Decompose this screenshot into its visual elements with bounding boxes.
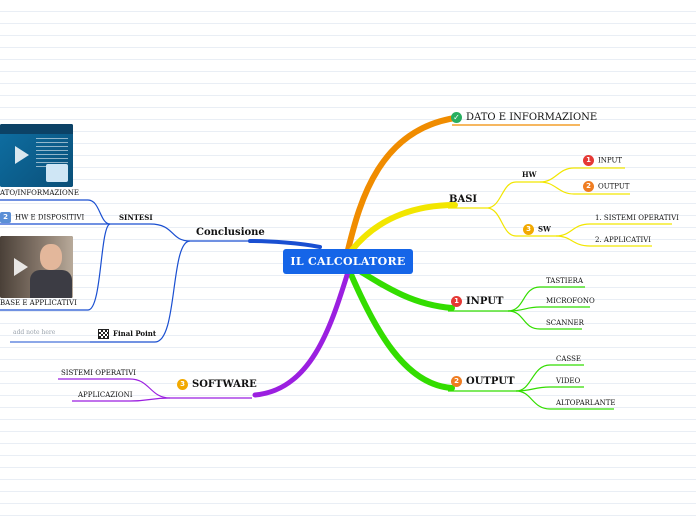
subtopic-sw[interactable]: 3 SW <box>523 224 551 235</box>
output-item-label: ALTOPARLANTE <box>556 399 616 407</box>
topic-software-label: SOFTWARE <box>192 379 257 390</box>
add-note-placeholder: add note here <box>13 329 56 336</box>
branch-conclusione-connector <box>248 239 322 249</box>
priority-1-icon: 1 <box>583 155 594 166</box>
output-item-video[interactable]: VIDEO <box>556 377 580 385</box>
input-item-label: SCANNER <box>546 319 584 327</box>
hw-item-output[interactable]: 2 OUTPUT <box>583 181 629 192</box>
input-item-label: TASTIERA <box>546 277 584 285</box>
checkered-flag-icon <box>98 329 109 339</box>
priority-2-icon: 2 <box>583 181 594 192</box>
sintesi-item-label: HW E DISPOSITIVI <box>15 213 85 222</box>
input-item-tastiera[interactable]: TASTIERA <box>546 277 583 285</box>
topic-dato-label: DATO E INFORMAZIONE <box>466 112 598 123</box>
subtopic-hw-label: HW <box>522 170 537 179</box>
priority-3-icon: 3 <box>523 224 534 235</box>
thumbnail-illustration <box>46 164 68 182</box>
check-icon: ✓ <box>451 112 462 123</box>
input-item-label: MICROFONO <box>546 297 595 305</box>
sintesi-item-base[interactable]: BASE E APPLICATIVI <box>0 299 77 307</box>
subtopic-sw-label: SW <box>538 224 551 234</box>
sintesi-item-label: BASE E APPLICATIVI <box>0 299 77 307</box>
hw-item-input[interactable]: 1 INPUT <box>583 155 622 166</box>
software-item-label: APPLICAZIONI <box>78 391 133 399</box>
subtopic-sintesi[interactable]: SINTESI <box>119 213 153 222</box>
input-item-microfono[interactable]: MICROFONO <box>546 297 595 305</box>
branch-output-connector <box>347 269 455 391</box>
video-thumbnail-icon[interactable] <box>0 236 73 298</box>
topic-output-label: OUTPUT <box>466 376 515 387</box>
thumbnail-person-head <box>40 244 62 270</box>
play-icon <box>15 146 29 164</box>
topic-basi[interactable]: BASI <box>449 194 477 205</box>
subtopic-hw[interactable]: HW <box>522 170 536 179</box>
branch-basi-connector <box>349 202 458 253</box>
thumbnail-person-body <box>30 270 72 298</box>
priority-2-icon: 2 <box>0 212 11 223</box>
sw-item-applicativi[interactable]: 2. APPLICATIVI <box>595 236 651 244</box>
play-icon <box>14 258 28 276</box>
branch-input-connector <box>352 265 455 311</box>
sw-item-label: 2. APPLICATIVI <box>595 236 652 244</box>
hw-item-input-label: INPUT <box>598 156 623 165</box>
sintesi-item-hw[interactable]: 2 HW E DISPOSITIVI <box>0 212 84 223</box>
branch-dato-connector <box>345 115 458 253</box>
output-item-label: CASSE <box>556 355 581 363</box>
topic-dato[interactable]: ✓ DATO E INFORMAZIONE <box>451 112 597 123</box>
software-item-label: SISTEMI OPERATIVI <box>61 369 137 377</box>
sintesi-item-dato[interactable]: ATO/INFORMAZIONE <box>0 189 79 197</box>
branch-software-connector <box>252 269 351 398</box>
subtopic-sintesi-label: SINTESI <box>119 213 153 222</box>
thumbnail-header-bar <box>0 124 73 134</box>
output-item-casse[interactable]: CASSE <box>556 355 581 363</box>
video-thumbnail-icon[interactable] <box>0 124 73 187</box>
final-point[interactable]: Final Point <box>98 329 156 339</box>
add-note-field[interactable]: add note here <box>13 329 55 336</box>
software-item-applicazioni[interactable]: APPLICAZIONI <box>78 391 133 399</box>
priority-3-icon: 3 <box>177 379 188 390</box>
central-topic-label: IL CALCOLATORE <box>290 255 406 268</box>
topic-conclusione-label: Conclusione <box>196 227 265 238</box>
topic-conclusione[interactable]: Conclusione <box>196 227 265 238</box>
priority-2-icon: 2 <box>451 376 462 387</box>
sintesi-item-label: ATO/INFORMAZIONE <box>0 189 80 197</box>
central-topic[interactable]: IL CALCOLATORE <box>283 249 413 274</box>
hw-item-output-label: OUTPUT <box>598 182 630 191</box>
output-item-altoparlante[interactable]: ALTOPARLANTE <box>556 399 616 407</box>
input-item-scanner[interactable]: SCANNER <box>546 319 584 327</box>
topic-input-label: INPUT <box>466 296 504 307</box>
software-item-sistemi-operativi[interactable]: SISTEMI OPERATIVI <box>61 369 136 377</box>
topic-input[interactable]: 1 INPUT <box>451 296 504 307</box>
topic-output[interactable]: 2 OUTPUT <box>451 376 515 387</box>
output-item-label: VIDEO <box>556 377 581 385</box>
thumbnail-text-lines <box>36 138 68 168</box>
sw-item-sistemi-operativi[interactable]: 1. SISTEMI OPERATIVI <box>595 214 679 222</box>
topic-software[interactable]: 3 SOFTWARE <box>177 379 257 390</box>
topic-basi-label: BASI <box>449 194 478 205</box>
final-point-label: Final Point <box>113 329 157 338</box>
sw-item-label: 1. SISTEMI OPERATIVI <box>595 214 679 222</box>
priority-1-icon: 1 <box>451 296 462 307</box>
